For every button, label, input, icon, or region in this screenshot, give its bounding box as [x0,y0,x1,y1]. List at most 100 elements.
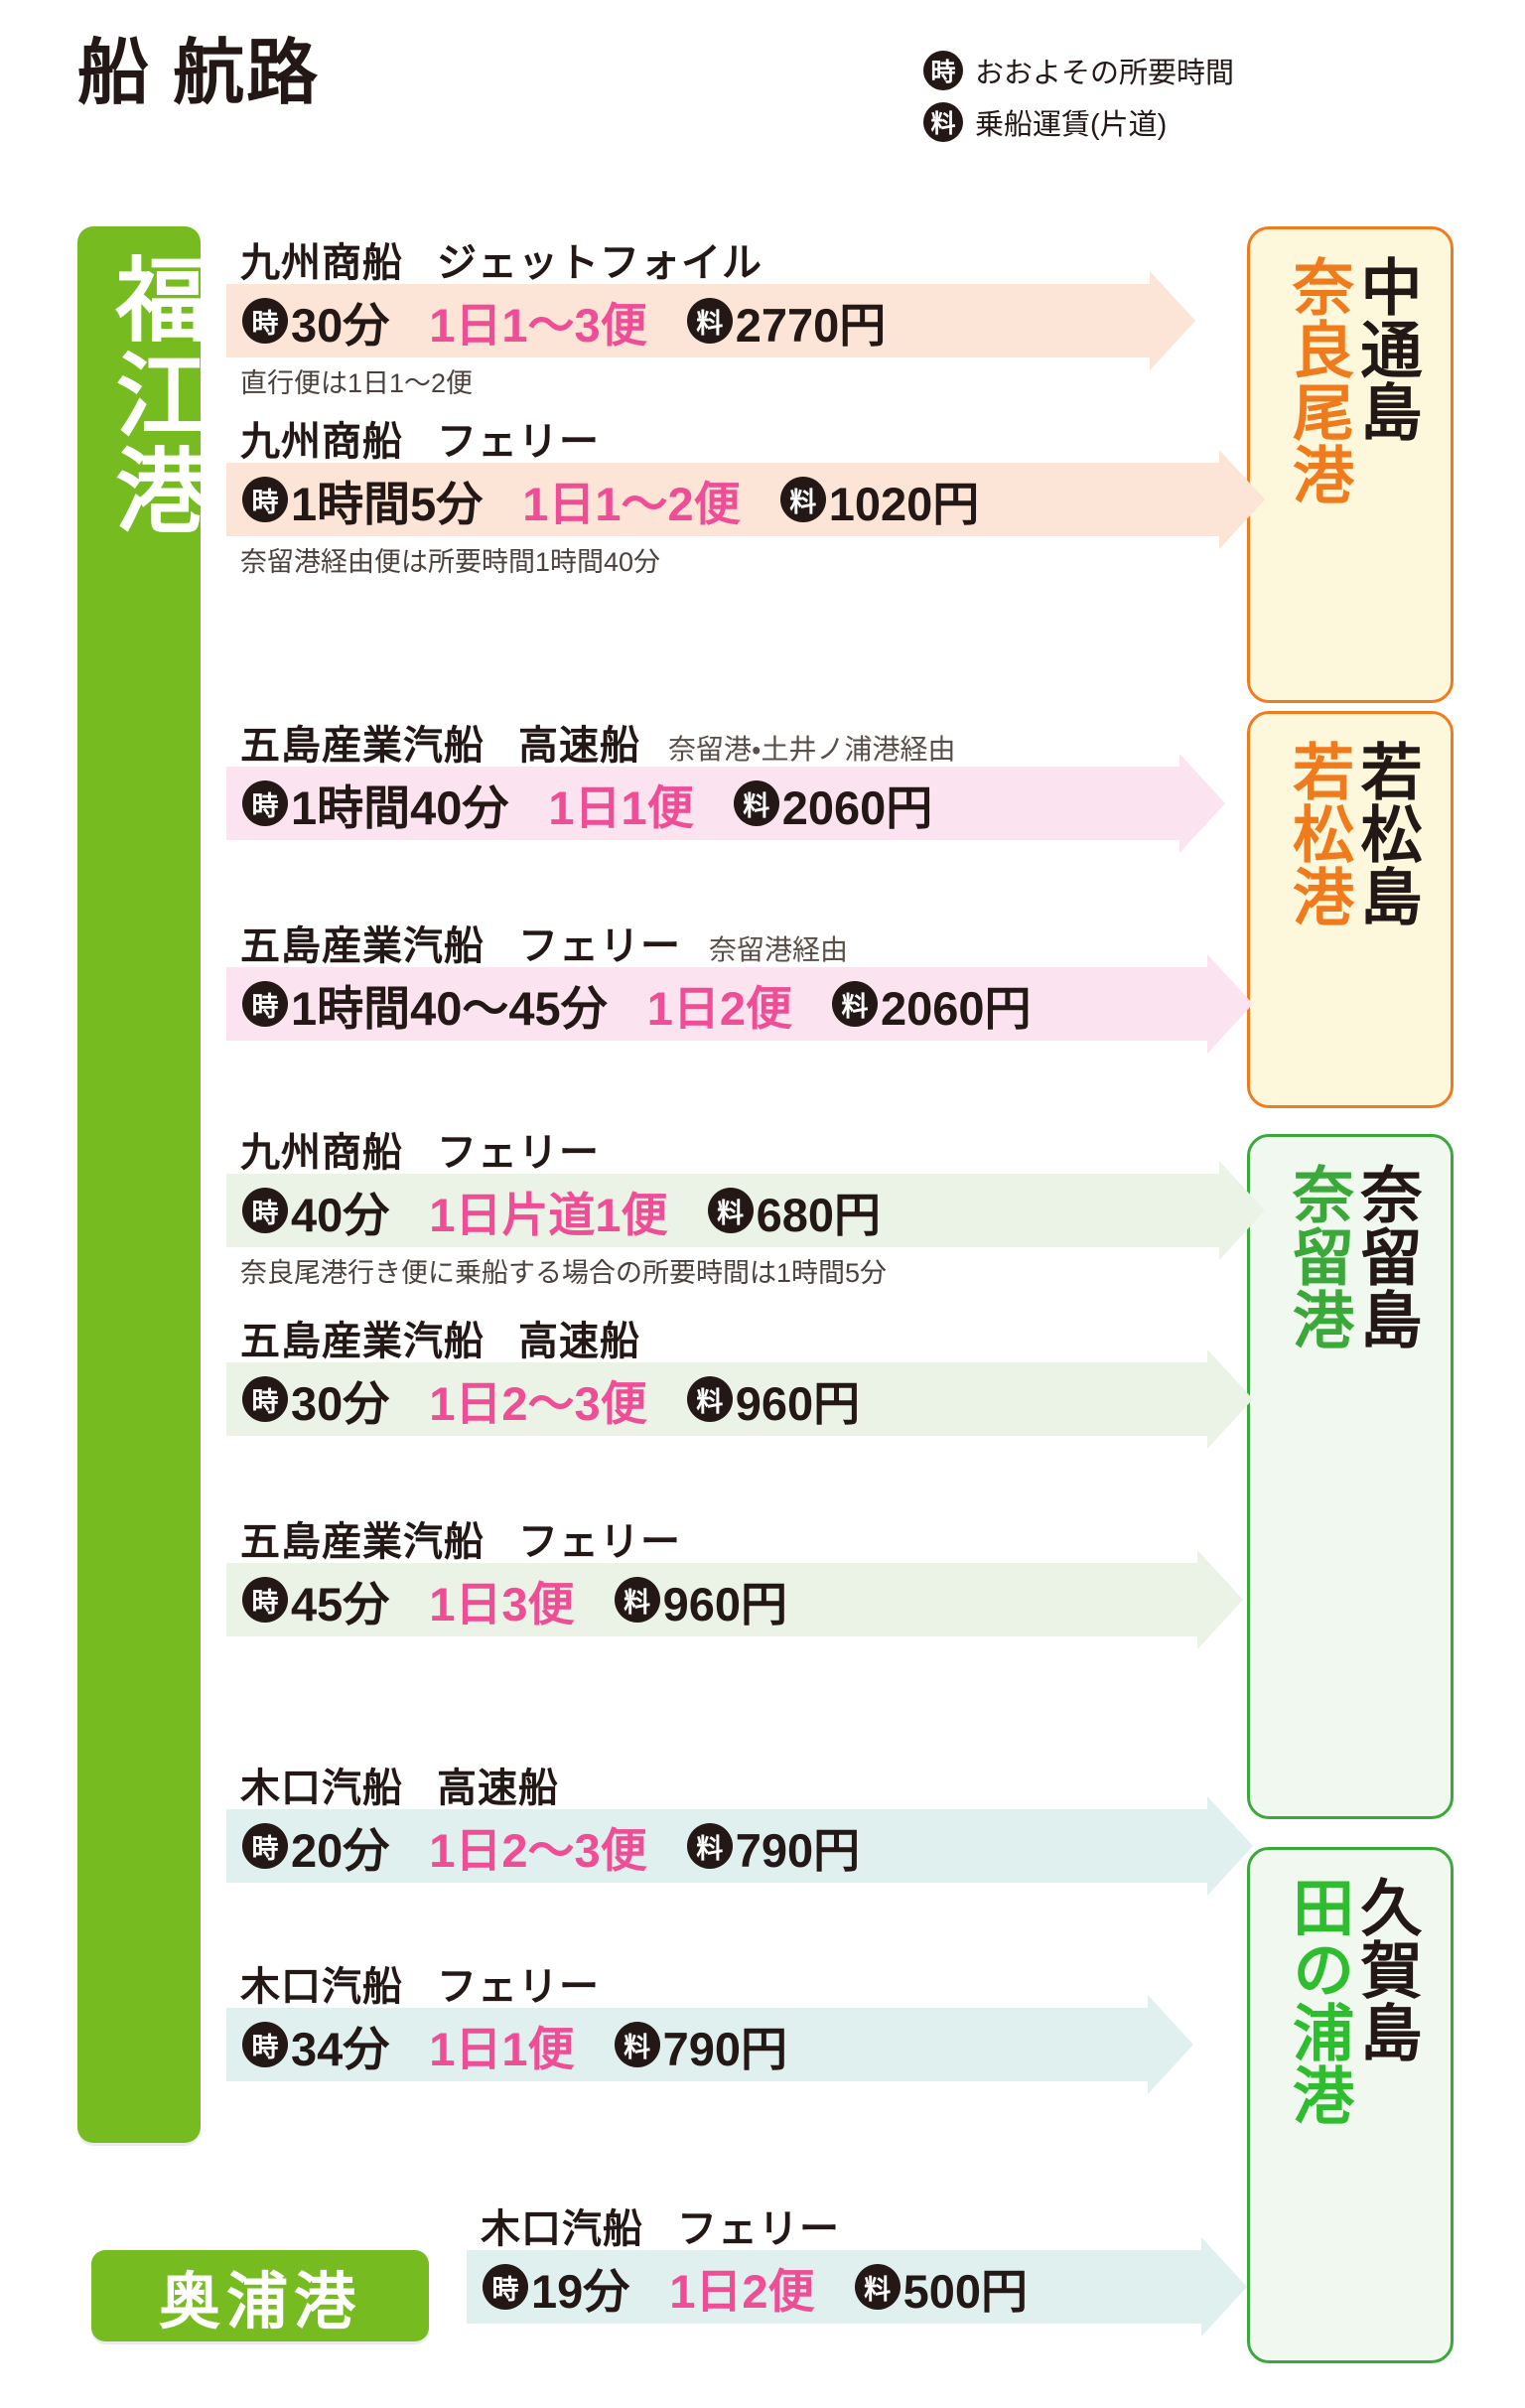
route-header: 木口汽船 フェリー [481,2196,840,2254]
time-icon: 時 [242,1188,288,1233]
destination-island-label: 久賀島 [1350,1876,1420,2063]
page-title: 船 航路 [77,34,321,113]
route-header: 五島産業汽船 高速船 [240,1309,640,1366]
fare-icon: 料 [707,1188,754,1233]
legend-label-time: おおよその所要時間 [975,58,1235,89]
route-fare: 2060円 [880,981,1032,1035]
time-icon: 時 [923,51,963,90]
route-duration: 34分 [291,2022,390,2075]
time-icon: 時 [483,2264,528,2310]
route-info: 時 1時間40〜45分 1日2便 料 2060円 [226,967,1032,1041]
destination-hisakajima: 久賀島 田の浦港 [1247,1847,1454,2363]
time-icon: 時 [242,298,288,344]
route-vessel: フェリー [677,2207,840,2251]
fare-icon: 料 [686,1823,733,1869]
route-frequency: 1日2〜3便 [429,1823,647,1877]
legend-item-fare: 料 乗船運賃(片道) [923,99,1234,145]
route-frequency: 1日2〜3便 [429,1376,647,1430]
route-frequency: 1日片道1便 [429,1188,668,1241]
route-header: 五島産業汽船 フェリー 奈留港経由 [240,914,848,971]
route-header: 木口汽船 高速船 [240,1756,559,1813]
route-info: 時 19分 1日2便 料 500円 [467,2250,1028,2324]
time-icon: 時 [242,1376,288,1422]
fare-icon: 料 [686,298,733,344]
route-duration: 1時間5分 [291,477,484,530]
route-fare: 500円 [902,2264,1028,2318]
route-fare: 2770円 [735,298,887,352]
fare-icon: 料 [854,2264,901,2310]
route-vessel: フェリー [437,1131,600,1175]
origin-port-fukue-label: 福江港 [102,252,204,538]
fare-icon: 料 [733,780,779,826]
destination-island-label: 中通島 [1350,255,1420,443]
route-operator: 木口汽船 [240,1767,403,1810]
route-duration: 19分 [531,2264,630,2318]
route-duration: 40分 [291,1188,390,1241]
destination-island-label: 若松島 [1350,740,1420,927]
route-note: 奈留港経由便は所要時間1時間40分 [240,547,661,577]
route-header: 木口汽船 フェリー [240,1954,600,2012]
route-header: 九州商船 フェリー [240,1120,600,1178]
route-header: 五島産業汽船 フェリー [240,1509,681,1567]
route-operator: 五島産業汽船 [240,1320,485,1363]
fare-icon: 料 [614,2022,660,2067]
destination-port-label: 田の浦港 [1283,1876,1351,2126]
route-frequency: 1日2便 [646,981,792,1035]
route-info: 時 1時間40分 1日1便 料 2060円 [226,767,932,840]
route-fare: 960円 [662,1577,787,1630]
fare-icon: 料 [779,477,826,522]
route-fare: 960円 [735,1376,861,1430]
route-duration: 20分 [291,1823,390,1877]
origin-port-okuura-label: 奥浦港 [158,2268,361,2337]
legend-label-fare: 乗船運賃(片道) [975,109,1168,141]
time-icon: 時 [242,981,288,1027]
route-vessel-note: 奈留港経由 [709,934,849,965]
route-frequency: 1日1便 [548,780,694,834]
route-operator: 木口汽船 [481,2207,643,2251]
origin-port-okuura: 奥浦港 [91,2250,429,2341]
route-duration: 30分 [291,298,390,352]
route-frequency: 1日1〜3便 [429,298,647,352]
destination-island-label: 奈留島 [1350,1163,1420,1350]
time-icon: 時 [242,780,288,826]
route-duration: 1時間40〜45分 [291,981,608,1035]
legend-item-time: 時 おおよその所要時間 [923,48,1234,93]
route-header: 九州商船 ジェットフォイル [240,230,762,288]
route-vessel: フェリー [437,420,600,464]
route-vessel: フェリー [518,924,681,968]
legend: 時 おおよその所要時間 料 乗船運賃(片道) [923,48,1234,151]
route-fare: 790円 [662,2022,787,2075]
route-duration: 30分 [291,1376,390,1430]
route-vessel: ジェットフォイル [437,241,762,285]
route-header: 九州商船 フェリー [240,409,600,467]
fare-icon: 料 [614,1577,660,1623]
route-operator: 木口汽船 [240,1965,403,2009]
destination-port-label: 奈良尾港 [1283,255,1351,505]
route-vessel: 高速船 [437,1767,559,1810]
route-vessel: 高速船 [518,1320,640,1363]
route-frequency: 1日1〜2便 [522,477,741,530]
route-fare: 1020円 [828,477,980,530]
route-vessel: フェリー [518,1520,681,1564]
route-operator: 九州商船 [240,420,403,464]
header: 船 航路 時 おおよその所要時間 料 乗船運賃(片道) [0,0,1525,149]
route-duration: 45分 [291,1577,390,1630]
route-fare: 790円 [735,1823,861,1877]
route-vessel-note: 奈留港・土井ノ浦港経由 [668,734,956,765]
destination-nakadorijima: 中通島 奈良尾港 [1247,226,1454,703]
route-header: 五島産業汽船 高速船 奈留港・土井ノ浦港経由 [240,713,956,771]
fare-icon: 料 [923,102,963,142]
route-info: 時 20分 1日2〜3便 料 790円 [226,1809,860,1883]
fare-icon: 料 [831,981,878,1027]
route-vessel: 高速船 [518,724,640,768]
destination-wakamatsujima: 若松島 若松港 [1247,711,1454,1108]
origin-port-fukue: 福江港 [77,226,204,2143]
route-fare: 2060円 [781,780,933,834]
route-operator: 五島産業汽船 [240,724,485,768]
destination-port-label: 若松港 [1283,740,1351,927]
route-duration: 1時間40分 [291,780,509,834]
route-vessel: フェリー [437,1965,600,2009]
time-icon: 時 [242,477,288,522]
route-frequency: 1日1便 [429,2022,575,2075]
route-info: 時 30分 1日2〜3便 料 960円 [226,1362,860,1436]
